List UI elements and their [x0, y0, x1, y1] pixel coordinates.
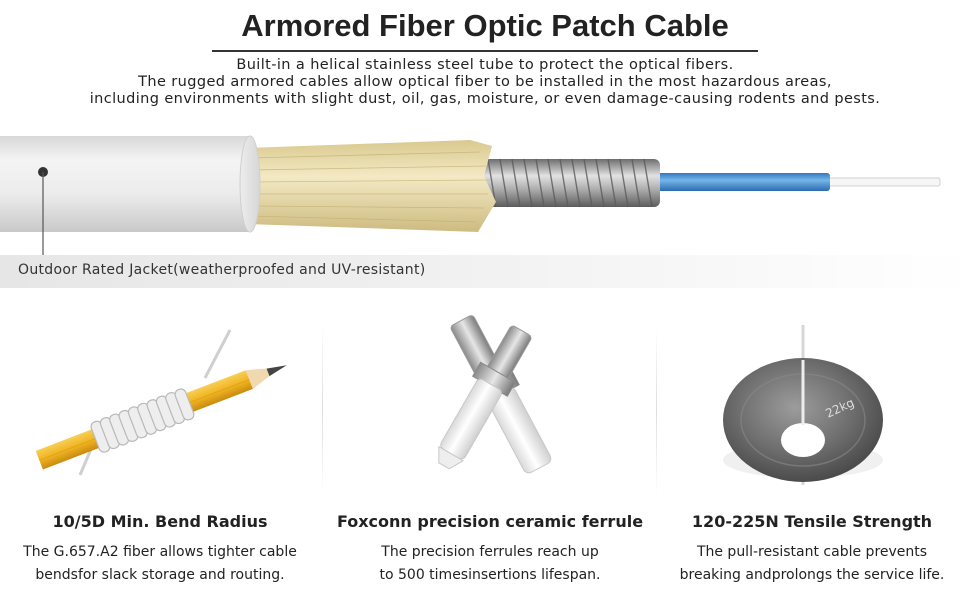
description-line-3: including environments with slight dust,… [89, 91, 881, 107]
feature-title-bend-radius: 10/5D Min. Bend Radius [52, 512, 268, 531]
feature-desc-line: breaking andprolongs the service life. [679, 567, 945, 583]
feature-desc-line: to 500 timesinsertions lifespan. [379, 567, 601, 583]
feature-desc-line: The pull-resistant cable prevents [696, 544, 928, 560]
column-divider [656, 325, 657, 495]
title-underline [212, 50, 758, 52]
ferrule-icon [438, 315, 552, 474]
cable-cross-section-illustration [0, 135, 941, 255]
feature-title-ferrule: Foxconn precision ceramic ferrule [336, 512, 644, 531]
feature-desc-line: The precision ferrules reach up [381, 544, 599, 560]
jacket-callout-label: Outdoor Rated Jacket(weatherproofed and … [18, 262, 426, 278]
pencil-bend-icon [35, 329, 287, 476]
page-title: Armored Fiber Optic Patch Cable [241, 8, 729, 43]
description-line-1: Built-in a helical stainless steel tube … [236, 57, 734, 73]
jacket-label-band [0, 255, 970, 288]
description-line-2: The rugged armored cables allow optical … [138, 74, 832, 90]
weight-plate-icon: 22kg [723, 325, 883, 485]
feature-desc-line: The G.657.A2 fiber allows tighter cable [23, 544, 297, 560]
feature-desc-line: bendsfor slack storage and routing. [35, 567, 285, 583]
feature-title-tensile: 120-225N Tensile Strength [691, 512, 933, 531]
column-divider [322, 325, 323, 495]
